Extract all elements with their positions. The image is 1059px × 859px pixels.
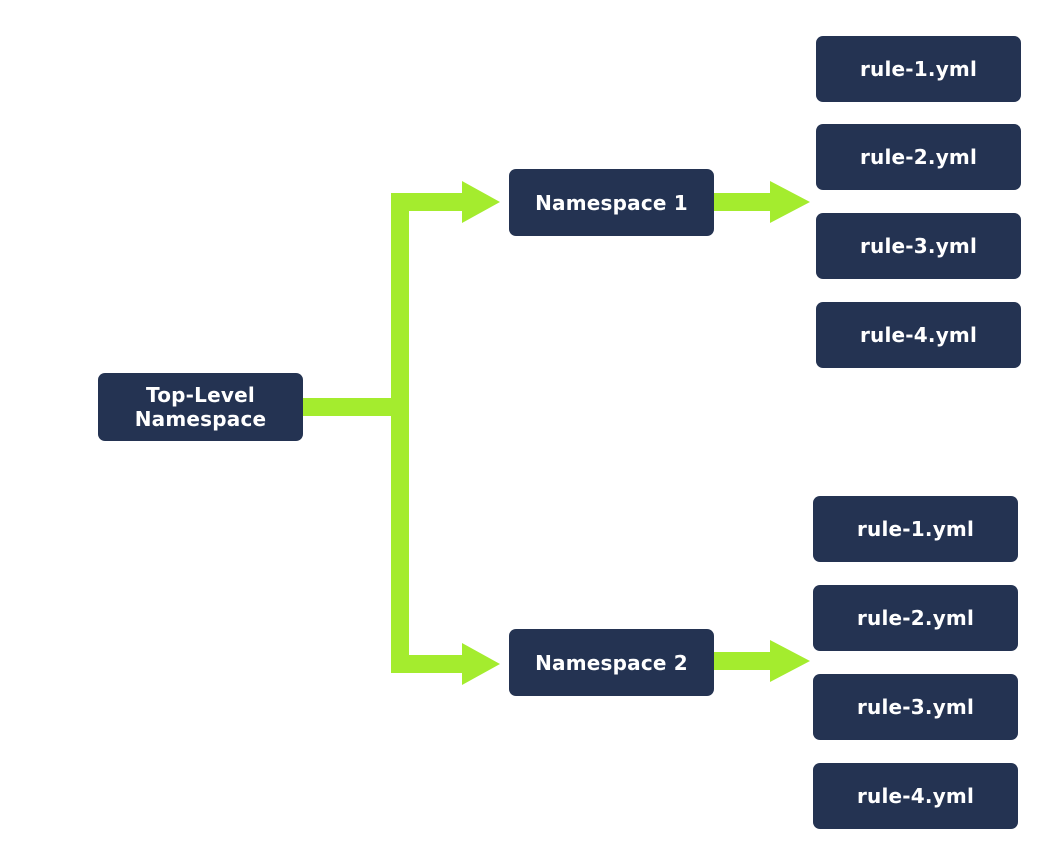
namespace-2-label: Namespace 2 <box>535 650 688 675</box>
arrowhead-to-namespace-2 <box>462 643 500 685</box>
namespace-1-rule-4-label: rule-4.yml <box>859 323 978 347</box>
namespace-1-label: Namespace 1 <box>535 190 688 215</box>
namespace-2-rule-3-node: rule-3.yml <box>813 674 1018 740</box>
namespace-1-rule-2-label: rule-2.yml <box>859 145 978 169</box>
connector-to-namespace-1 <box>391 193 463 211</box>
namespace-1-rule-3-node: rule-3.yml <box>816 213 1021 279</box>
namespace-2-rule-1-label: rule-1.yml <box>856 517 975 541</box>
namespace-2-rule-1-node: rule-1.yml <box>813 496 1018 562</box>
connector-namespace-2-rules <box>713 652 771 670</box>
arrowhead-to-namespace-1 <box>462 181 500 223</box>
top-level-namespace-label-line1: Top-Level <box>146 383 255 407</box>
top-level-namespace-node: Top-Level Namespace <box>98 373 303 441</box>
namespace-2-rule-4-label: rule-4.yml <box>856 784 975 808</box>
namespace-1-rule-4-node: rule-4.yml <box>816 302 1021 368</box>
namespace-1-node: Namespace 1 <box>509 169 714 236</box>
top-level-namespace-label-line2: Namespace <box>134 407 267 431</box>
connector-trunk-vertical <box>391 193 409 673</box>
connector-namespace-1-rules <box>713 193 771 211</box>
namespace-1-rule-2-node: rule-2.yml <box>816 124 1021 190</box>
connector-root-trunk <box>300 398 400 416</box>
arrowhead-namespace-1-rules <box>770 181 810 223</box>
connector-to-namespace-2 <box>391 655 463 673</box>
namespace-2-rule-2-node: rule-2.yml <box>813 585 1018 651</box>
namespace-2-rule-2-label: rule-2.yml <box>856 606 975 630</box>
namespace-1-rule-1-node: rule-1.yml <box>816 36 1021 102</box>
namespace-2-rule-4-node: rule-4.yml <box>813 763 1018 829</box>
namespace-2-rule-3-label: rule-3.yml <box>856 695 975 719</box>
namespace-1-rule-3-label: rule-3.yml <box>859 234 978 258</box>
namespace-2-node: Namespace 2 <box>509 629 714 696</box>
arrowhead-namespace-2-rules <box>770 640 810 682</box>
namespace-1-rule-1-label: rule-1.yml <box>859 57 978 81</box>
